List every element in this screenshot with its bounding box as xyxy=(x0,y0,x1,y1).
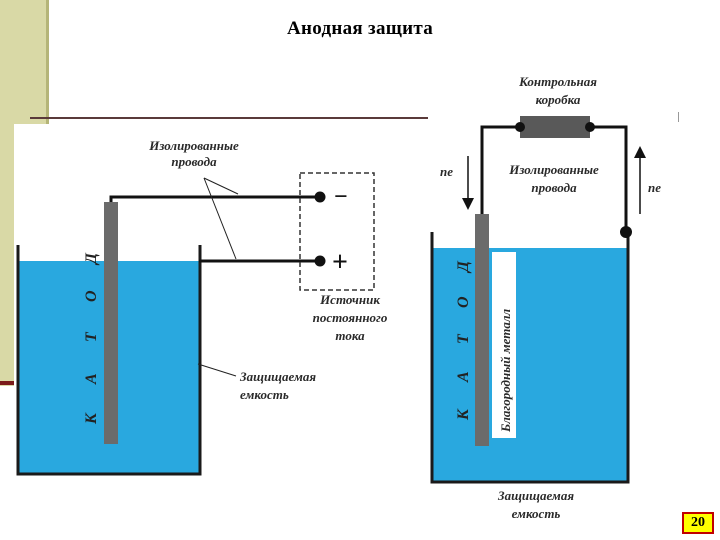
cathode-electrode xyxy=(475,214,489,446)
label-cathode: К А Т О Д xyxy=(455,260,472,421)
terminal-negative xyxy=(314,191,326,203)
cathode-letter: О xyxy=(455,296,472,308)
cathode-electrode xyxy=(104,202,118,444)
cathode-letter: А xyxy=(83,373,100,385)
leader-wire-bottom xyxy=(203,177,237,260)
left-diagram: − + Изолированные провода Источник посто… xyxy=(16,138,388,476)
cathode-letter: Т xyxy=(83,331,100,342)
plus-sign: + xyxy=(332,247,348,278)
label-insulated-wires-1: Изолированные xyxy=(148,138,239,153)
page-number: 20 xyxy=(682,512,714,534)
right-diagram-panel: Контрольная коробка ne ne Изолированные … xyxy=(428,66,678,522)
sidebar-accent xyxy=(0,381,14,385)
wire-right xyxy=(592,125,628,232)
cathode-letter: К xyxy=(83,412,100,425)
wire-negative xyxy=(109,195,320,202)
label-control-box-1: Контрольная xyxy=(518,74,597,89)
control-box-terminal-left xyxy=(515,122,525,132)
cathode-letter: О xyxy=(83,290,100,302)
cathode-letter: Д xyxy=(83,252,100,266)
water xyxy=(432,248,628,482)
label-vessel-2: емкость xyxy=(240,387,289,402)
control-box xyxy=(520,116,590,138)
label-vessel-2: емкость xyxy=(512,506,561,521)
label-source-1: Источник xyxy=(319,292,380,307)
label-ne-left: ne xyxy=(440,164,453,179)
label-insulated-wires-2: провода xyxy=(171,154,217,169)
vessel-terminal xyxy=(620,226,632,238)
control-box-terminal-right xyxy=(585,122,595,132)
wire-left xyxy=(480,125,518,214)
cathode-letter: Д xyxy=(455,260,472,274)
cathode-letter: А xyxy=(455,371,472,383)
slide-title: Анодная защита xyxy=(286,18,434,39)
leader-vessel xyxy=(197,363,237,377)
header-rule xyxy=(30,117,430,119)
label-vessel-1: Защищаемая xyxy=(497,488,574,503)
leader-wire-top xyxy=(203,177,239,195)
cathode-letter: К xyxy=(455,408,472,421)
label-noble-metal-group: Благородный металл xyxy=(498,308,513,433)
label-control-box-2: коробка xyxy=(536,92,581,107)
label-source-3: тока xyxy=(335,328,365,343)
label-vessel-1: Защищаемая xyxy=(239,369,316,384)
power-source-box xyxy=(299,172,375,291)
label-insulated-wires-2: провода xyxy=(531,180,577,195)
label-source-2: постоянного xyxy=(313,310,388,325)
label-ne-right: ne xyxy=(648,180,661,195)
left-diagram-panel: − + Изолированные провода Источник посто… xyxy=(14,124,406,480)
minus-sign: − xyxy=(334,184,348,210)
vessel-wall xyxy=(16,245,202,476)
label-noble-metal: Благородный металл xyxy=(498,308,513,433)
air-gap xyxy=(432,232,628,248)
cathode-letter: Т xyxy=(455,333,472,344)
label-insulated-wires-1: Изолированные xyxy=(508,162,599,177)
noble-metal-band xyxy=(492,252,516,438)
label-cathode: К А Т О Д xyxy=(83,252,100,425)
terminal-positive xyxy=(314,255,326,267)
right-diagram: Контрольная коробка ne ne Изолированные … xyxy=(430,74,661,521)
vessel-wall xyxy=(430,232,630,484)
